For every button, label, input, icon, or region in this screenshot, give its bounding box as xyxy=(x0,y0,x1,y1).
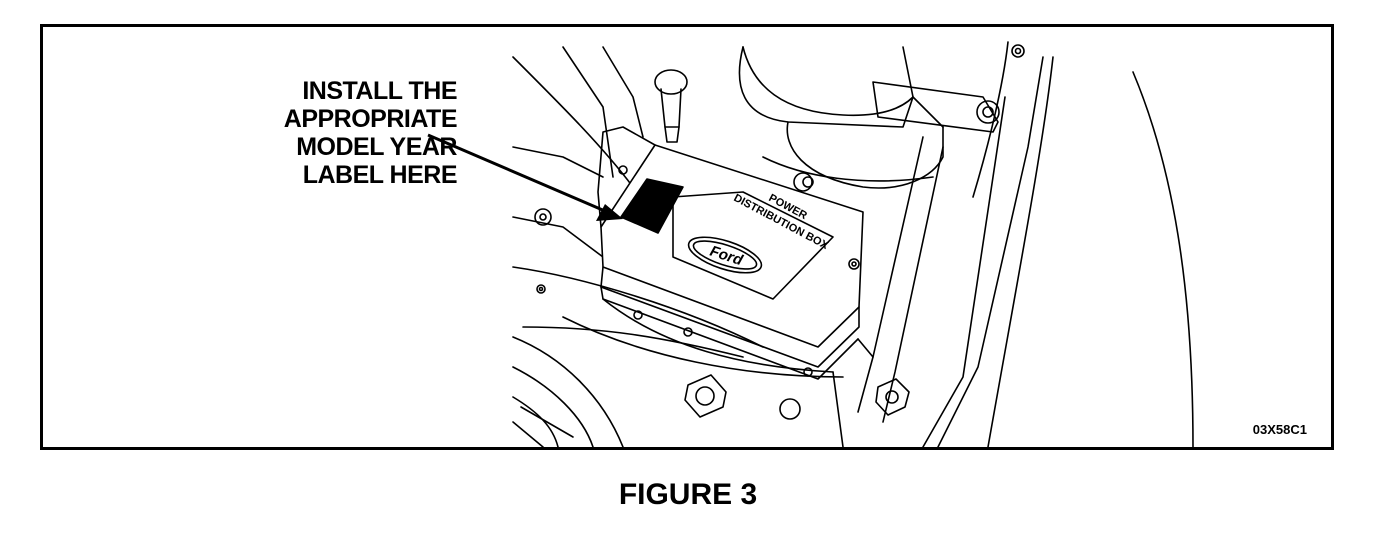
callout-line: LABEL HERE xyxy=(302,161,458,189)
figure-frame: POWER DISTRIBUTION BOX Ford INSTALL THE … xyxy=(40,24,1334,450)
callout-line: INSTALL THE xyxy=(302,77,457,105)
callout-line: APPROPRIATE xyxy=(283,105,458,133)
callout-line: MODEL YEAR xyxy=(296,133,457,161)
callout-text: INSTALL THE APPROPRIATE MODEL YEAR LABEL… xyxy=(193,77,458,189)
figure-caption: FIGURE 3 xyxy=(618,478,758,511)
callout-arrow xyxy=(427,133,623,221)
engine-bay-illustration: POWER DISTRIBUTION BOX Ford xyxy=(427,41,1194,447)
image-code: 03X58C1 xyxy=(1252,422,1307,437)
